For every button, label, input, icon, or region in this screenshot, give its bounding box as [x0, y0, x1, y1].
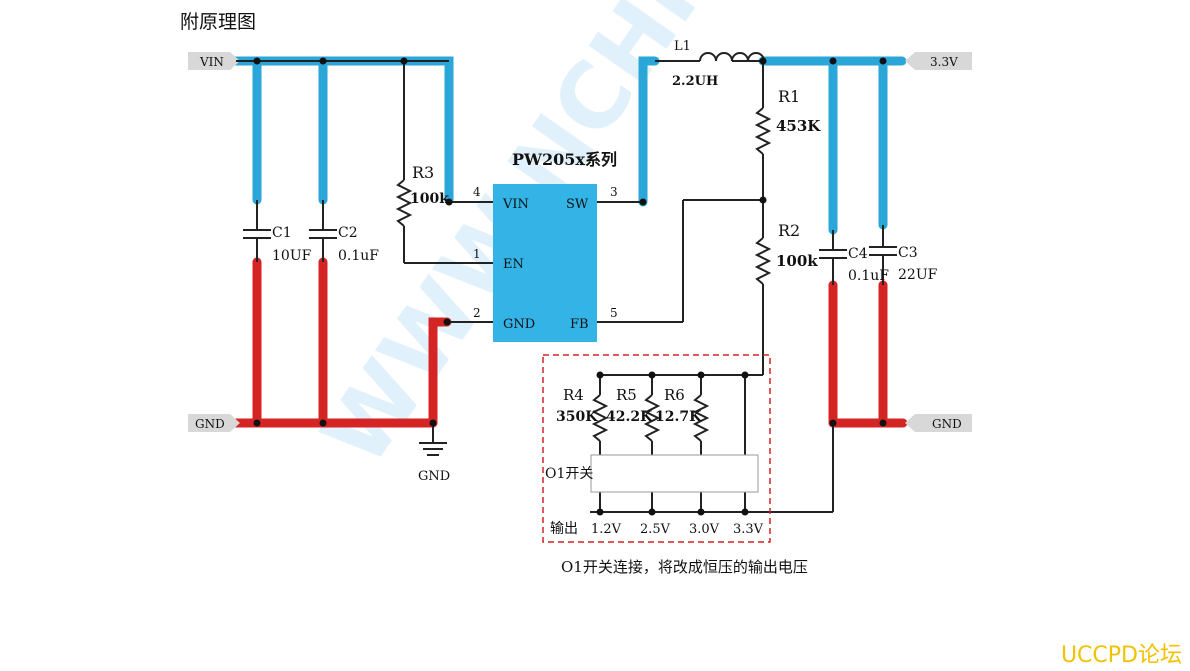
- c4-value: 0.1uF: [848, 268, 889, 284]
- pin-num-1: 1: [473, 247, 481, 261]
- o1-switch-box: [590, 454, 759, 493]
- gnd-rail-highlight-left: [231, 257, 452, 428]
- svg-text:3.3V: 3.3V: [930, 55, 958, 69]
- r1-ref: R1: [778, 87, 800, 106]
- c3-ref: C3: [898, 245, 918, 261]
- r3-value: 100k: [410, 191, 449, 207]
- svg-text:VIN: VIN: [199, 55, 224, 69]
- c2-value: 0.1uF: [338, 248, 379, 264]
- svg-text:GND: GND: [195, 417, 225, 431]
- selector-note: O1开关连接，将改成恒压的输出电压: [561, 558, 808, 576]
- output-voltage-4: 3.3V: [733, 522, 764, 537]
- r1-value: 453K: [776, 117, 821, 135]
- l1-value: 2.2UH: [672, 74, 718, 89]
- l1-ref: L1: [674, 39, 691, 54]
- net-flag-gnd-left: GND: [188, 414, 240, 432]
- pin-num-3: 3: [610, 185, 618, 199]
- svg-text:GND: GND: [932, 417, 962, 431]
- junction-dots: [253, 57, 887, 516]
- forum-watermark: UCCPD论坛: [1060, 643, 1182, 668]
- net-flag-gnd-right: GND: [905, 414, 972, 432]
- pw205x-ic: PW205x系列 VIN EN GND SW FB 4 1 2 3 5: [473, 150, 618, 342]
- output-voltage-3: 3.0V: [689, 522, 720, 537]
- r4-value: 350K: [556, 409, 598, 425]
- pin-num-4: 4: [473, 185, 481, 199]
- switch-label: O1开关: [545, 466, 593, 482]
- r4-ref: R4: [563, 386, 584, 404]
- gnd-symbol-label: GND: [418, 469, 450, 484]
- net-flag-3v3: 3.3V: [905, 52, 972, 70]
- voltage-selector-border: [542, 354, 771, 543]
- c3-value: 22UF: [898, 267, 938, 283]
- r6-value: 12.7K: [655, 409, 702, 425]
- pin-name-vin: VIN: [502, 197, 529, 212]
- pin-name-en: EN: [503, 257, 524, 272]
- pin-num-5: 5: [610, 306, 618, 320]
- gnd-rail-highlight-right: [828, 280, 908, 428]
- ic-name: PW205x系列: [512, 150, 617, 169]
- pin-name-gnd: GND: [503, 317, 535, 332]
- pin-name-sw: SW: [566, 197, 589, 212]
- c1-ref: C1: [272, 225, 292, 241]
- pin-name-fb: FB: [570, 317, 589, 332]
- sw-node-highlight: [638, 56, 660, 207]
- r3-ref: R3: [412, 163, 434, 182]
- c4-ref: C4: [848, 246, 868, 262]
- page-title: 附原理图: [180, 11, 256, 33]
- output-voltage-1: 1.2V: [591, 522, 622, 537]
- c2-ref: C2: [338, 225, 358, 241]
- r5-value: 42.2K: [606, 409, 653, 425]
- r5-ref: R5: [616, 386, 637, 404]
- r2-value: 100k: [776, 252, 818, 270]
- r2-ref: R2: [778, 221, 800, 240]
- output-label: 输出: [550, 521, 578, 537]
- r6-ref: R6: [664, 386, 685, 404]
- c1-value: 10UF: [272, 248, 312, 264]
- output-voltage-2: 2.5V: [640, 522, 671, 537]
- net-flag-vin: VIN: [188, 52, 240, 70]
- pin-num-2: 2: [473, 306, 481, 320]
